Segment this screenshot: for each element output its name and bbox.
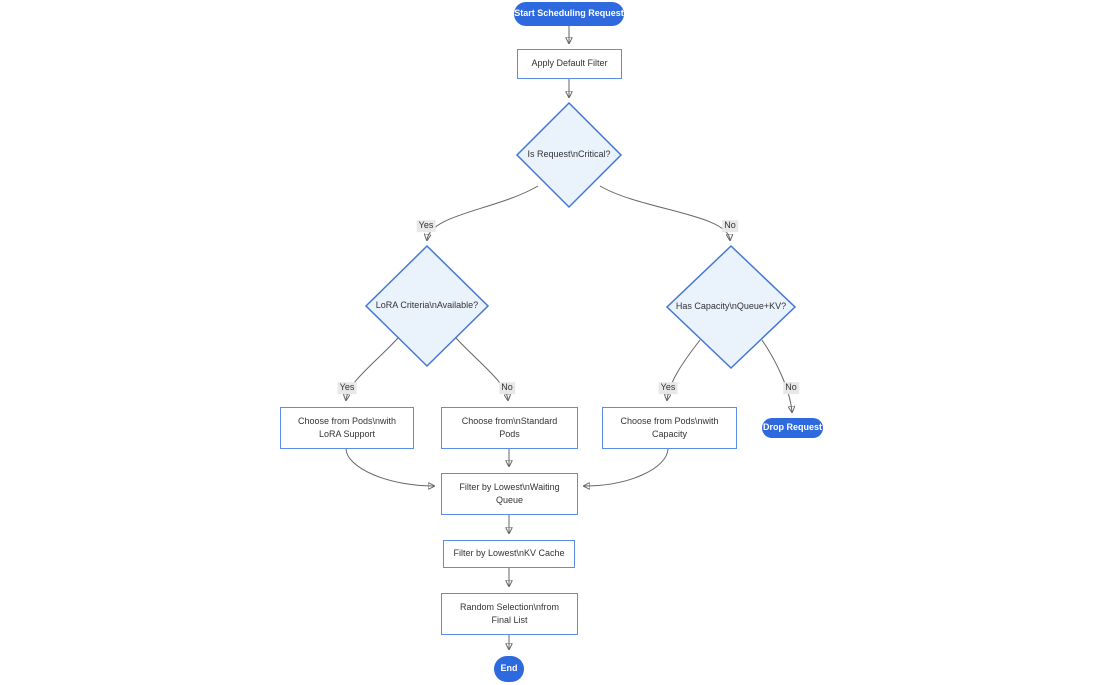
is-request-critical-label: Is Request\nCritical? — [527, 149, 611, 159]
choose-pods-capacity-node: Choose from Pods\nwith Capacity — [602, 407, 737, 449]
lora-criteria-available-label: LoRA Criteria\nAvailable? — [375, 300, 479, 310]
edge-critical-no — [599, 185, 730, 240]
drop-request-node: Drop Request — [762, 418, 823, 438]
choose-standard-pods-node: Choose from\nStandard Pods — [441, 407, 578, 449]
choose-pods-lora-node: Choose from Pods\nwith LoRA Support — [280, 407, 414, 449]
edge-label-lora-yes: Yes — [337, 382, 357, 394]
decision-diamond-has-capacity — [665, 244, 797, 370]
filter-kv-cache-node: Filter by Lowest\nKV Cache — [443, 540, 575, 568]
edge-lora-yes — [346, 337, 399, 400]
edge-lora-no — [455, 337, 508, 400]
end-node: End — [494, 656, 524, 682]
edge-capacitypods-to-filter — [584, 448, 669, 486]
apply-default-filter-node: Apply Default Filter — [517, 49, 622, 79]
decision-diamond-is-critical — [515, 101, 623, 209]
edge-label-capacity-no: No — [783, 382, 799, 394]
start-node: Start Scheduling Request — [514, 2, 624, 26]
edge-label-critical-yes: Yes — [416, 220, 436, 232]
edge-label-critical-no: No — [722, 220, 738, 232]
random-selection-node: Random Selection\nfrom Final List — [441, 593, 578, 635]
filter-waiting-queue-node: Filter by Lowest\nWaiting Queue — [441, 473, 578, 515]
edge-lorapods-to-filter — [345, 448, 434, 486]
edge-capacity-yes — [667, 339, 701, 400]
has-capacity-queue-kv-label: Has Capacity\nQueue+KV? — [675, 301, 787, 311]
decision-diamond-lora-available — [364, 244, 490, 368]
edge-label-capacity-yes: Yes — [658, 382, 678, 394]
edge-capacity-no — [761, 339, 792, 412]
edge-critical-yes — [427, 185, 539, 240]
edge-label-lora-no: No — [499, 382, 515, 394]
